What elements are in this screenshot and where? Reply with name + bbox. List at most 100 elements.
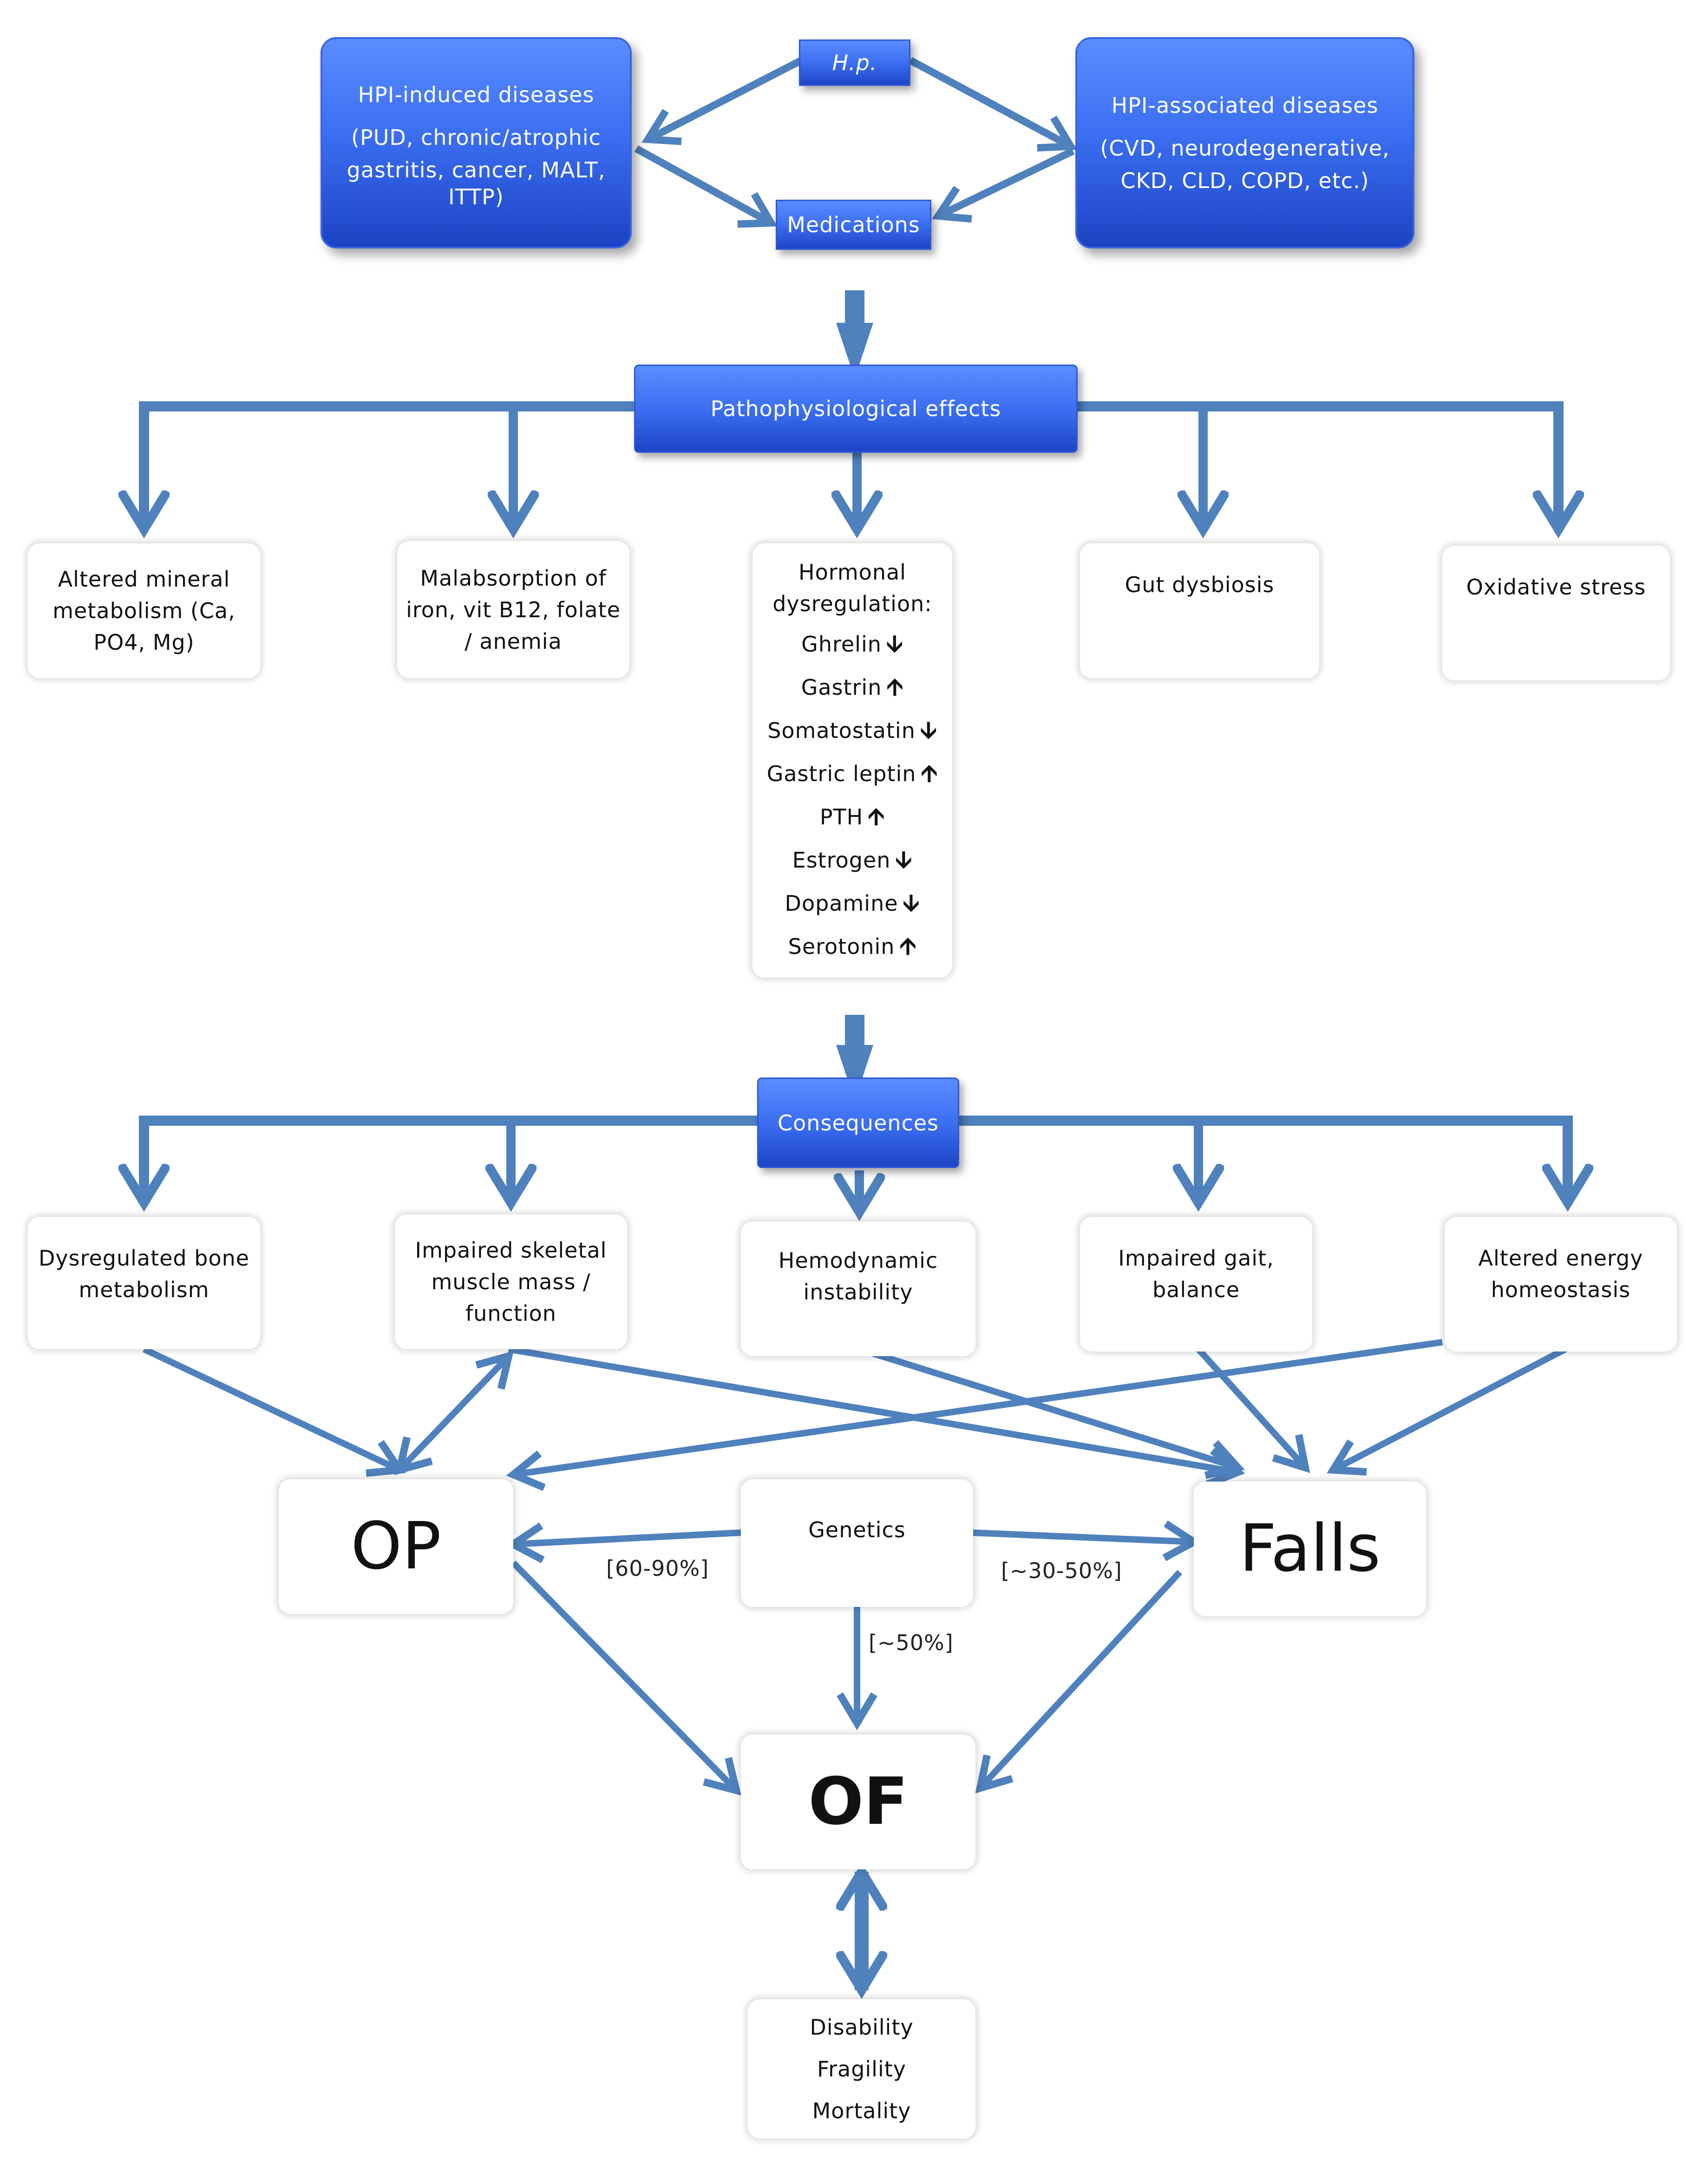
hpi-induced-details: (PUD, chronic/atrophic gastritis, cancer…: [347, 121, 606, 208]
effect-line: Oxidative stress: [1466, 575, 1646, 600]
effect-malabsorption: Malabsorption of iron, vit B12, folate /…: [397, 541, 629, 678]
hpi-induced-line: ITTP): [448, 184, 504, 209]
hpi-induced-title: HPI-induced diseases: [358, 82, 595, 107]
final-outcome: Disability: [810, 2015, 914, 2040]
hpi-associated-details: (CVD, neurodegenerative, CKD, CLD, COPD,…: [1100, 132, 1389, 197]
consequence-line: balance: [1152, 1277, 1240, 1302]
consequence-line: Altered energy: [1478, 1246, 1643, 1271]
pathophysiological-effects-title: Pathophysiological effects: [710, 396, 1001, 421]
of-heritability-label: [~50%]: [869, 1630, 954, 1655]
hormone-name: Gastric leptin: [766, 761, 916, 786]
consequences-title: Consequences: [777, 1110, 939, 1136]
consequence-line: Dysregulated bone: [38, 1246, 250, 1271]
effect-oxidative-stress: Oxidative stress: [1442, 546, 1670, 680]
hormone-item: Estrogen🡫: [767, 838, 938, 881]
hormone-name: Gastrin: [801, 675, 882, 700]
arrow-up-icon: 🡩: [886, 673, 904, 700]
arrow-energy-to-op: [506, 1339, 1443, 1491]
consequence-line: muscle mass /: [431, 1269, 591, 1294]
hormone-name: Ghrelin: [801, 632, 882, 657]
hormone-name: Dopamine: [785, 891, 898, 916]
consequence-skeletal-muscle: Impaired skeletal muscle mass / function: [395, 1214, 627, 1349]
consequence-gait-balance: Impaired gait, balance: [1080, 1217, 1312, 1351]
arrow-down-icon: 🡫: [920, 717, 937, 744]
hormone-item: Gastrin🡩: [767, 666, 938, 709]
consequence-line: metabolism: [79, 1277, 209, 1302]
effect-line: dysregulation:: [772, 591, 932, 616]
arrow-genetics-to-op: [506, 1522, 741, 1563]
pathophysiological-effects-box: Pathophysiological effects: [634, 365, 1078, 453]
hormone-item: Dopamine🡫: [767, 881, 938, 925]
hp-box: H.p.: [799, 39, 910, 86]
arrow-hpi-induced-to-medications: [635, 145, 778, 228]
consequence-hemodynamic: Hemodynamic instability: [741, 1221, 975, 1356]
hormone-item: Gastric leptin🡩: [767, 752, 938, 795]
hpi-associated-box: HPI-associated diseases (CVD, neurodegen…: [1075, 37, 1414, 248]
arrow-hp-to-hpi-induced: [641, 57, 803, 145]
hormone-item: Serotonin🡩: [767, 925, 938, 968]
of-label: OF: [808, 1764, 908, 1840]
op-label: OP: [351, 1508, 441, 1584]
hormone-name: Serotonin: [788, 934, 895, 959]
falls-box: Falls: [1194, 1482, 1426, 1616]
hpi-induced-box: HPI-induced diseases (PUD, chronic/atrop…: [321, 37, 632, 248]
hp-label: H.p.: [832, 50, 877, 75]
hpi-associated-line: CKD, CLD, COPD, etc.): [1120, 168, 1369, 193]
hormone-item: PTH🡩: [767, 795, 938, 838]
effect-line: metabolism (Ca,: [52, 598, 236, 623]
arrow-bone-to-op: [143, 1346, 406, 1477]
effect-line: / anemia: [465, 628, 562, 654]
arrow-op-to-of: [510, 1560, 741, 1796]
effect-line: Altered mineral: [58, 567, 230, 592]
effect-line: Malabsorption of: [420, 565, 607, 591]
arrow-falls-to-of: [975, 1570, 1183, 1794]
op-heritability-label: [60-90%]: [606, 1556, 709, 1581]
consequence-line: function: [465, 1301, 556, 1326]
arrow-energy-to-falls: [1327, 1346, 1567, 1476]
arrow-hpi-associated-to-medications: [931, 147, 1075, 223]
hpi-induced-line: gastritis, cancer, MALT,: [347, 157, 606, 183]
arrow-up-icon: 🡩: [899, 933, 917, 960]
hormone-name: Estrogen: [792, 848, 891, 873]
genetics-label: Genetics: [808, 1517, 906, 1542]
consequence-line: Hemodynamic: [778, 1248, 938, 1273]
hpi-associated-line: (CVD, neurodegenerative,: [1100, 135, 1390, 161]
hormone-list: Ghrelin🡫 Gastrin🡩 Somatostatin🡫 Gastric …: [767, 622, 938, 968]
effect-line: Hormonal: [798, 560, 906, 585]
consequences-box: Consequences: [757, 1077, 959, 1168]
hpi-associated-title: HPI-associated diseases: [1111, 92, 1379, 118]
arrow-hp-to-hpi-associated: [909, 57, 1077, 152]
consequence-bone-metabolism: Dysregulated bone metabolism: [28, 1217, 260, 1349]
arrow-up-icon: 🡩: [921, 760, 938, 787]
consequence-energy-homeostasis: Altered energy homeostasis: [1445, 1217, 1677, 1351]
hormone-item: Somatostatin🡫: [767, 709, 938, 752]
arrow-hemodynamic-to-falls: [858, 1346, 1245, 1479]
effect-altered-mineral: Altered mineral metabolism (Ca, PO4, Mg): [28, 543, 260, 678]
op-box: OP: [279, 1479, 513, 1614]
genetics-box: Genetics: [741, 1479, 973, 1607]
consequence-line: Impaired gait,: [1118, 1246, 1274, 1271]
consequence-line: Impaired skeletal: [415, 1238, 607, 1263]
arrow-down-icon: 🡫: [903, 889, 920, 916]
falls-label: Falls: [1239, 1511, 1381, 1586]
arrow-gait-to-falls: [1196, 1347, 1310, 1473]
arrow-genetics-to-falls: [970, 1520, 1201, 1561]
final-outcome: Fragility: [817, 2057, 906, 2082]
hormone-name: Somatostatin: [767, 718, 916, 743]
hormone-name: PTH: [819, 804, 864, 829]
hpi-induced-line: (PUD, chronic/atrophic: [351, 124, 601, 150]
hormone-item: Ghrelin🡫: [767, 622, 938, 666]
medications-label: Medications: [787, 212, 920, 237]
arrow-down-icon: 🡫: [886, 630, 903, 657]
effect-line: Gut dysbiosis: [1125, 572, 1275, 597]
of-box: OF: [741, 1735, 975, 1869]
arrow-muscle-op-bidirectional: [394, 1351, 514, 1475]
arrow-down-icon: 🡫: [895, 846, 913, 873]
final-outcome: Mortality: [812, 2098, 911, 2123]
falls-heritability-label: [~30-50%]: [1001, 1558, 1122, 1583]
effect-gut-dysbiosis: Gut dysbiosis: [1080, 543, 1319, 678]
final-outcomes-box: Disability Fragility Mortality: [748, 1999, 975, 2139]
medications-box: Medications: [776, 200, 931, 250]
effect-line: iron, vit B12, folate: [406, 597, 621, 622]
